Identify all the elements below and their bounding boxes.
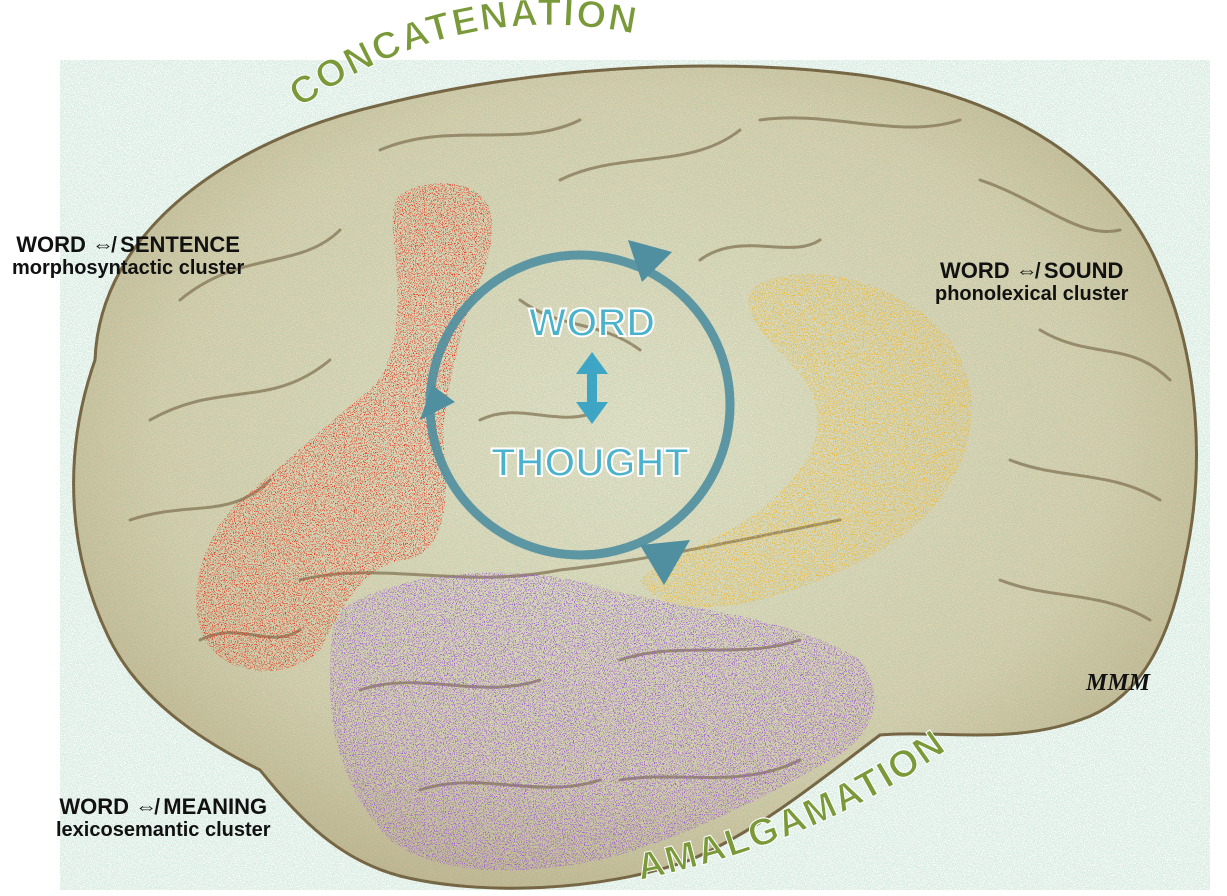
signature: MMM (1085, 670, 1152, 696)
lexicosemantic-cluster-label: WORD ⇎ MEANING lexicosemantic cluster (56, 794, 271, 842)
morphosyntactic-cluster-label: WORD ⇎ SENTENCE morphosyntactic cluster (12, 232, 244, 280)
cluster-subtitle: lexicosemantic cluster (56, 819, 271, 842)
cluster-title: WORD ⇎ SOUND (935, 258, 1128, 283)
cluster-title: WORD ⇎ SENTENCE (12, 232, 244, 257)
phonolexical-cluster-label: WORD ⇎ SOUND phonolexical cluster (935, 258, 1128, 306)
center-word-label: WORD (529, 301, 656, 345)
cluster-title: WORD ⇎ MEANING (56, 794, 271, 819)
cluster-subtitle: morphosyntactic cluster (12, 257, 244, 280)
cluster-subtitle: phonolexical cluster (935, 283, 1128, 306)
center-thought-label: THOUGHT (491, 441, 689, 485)
